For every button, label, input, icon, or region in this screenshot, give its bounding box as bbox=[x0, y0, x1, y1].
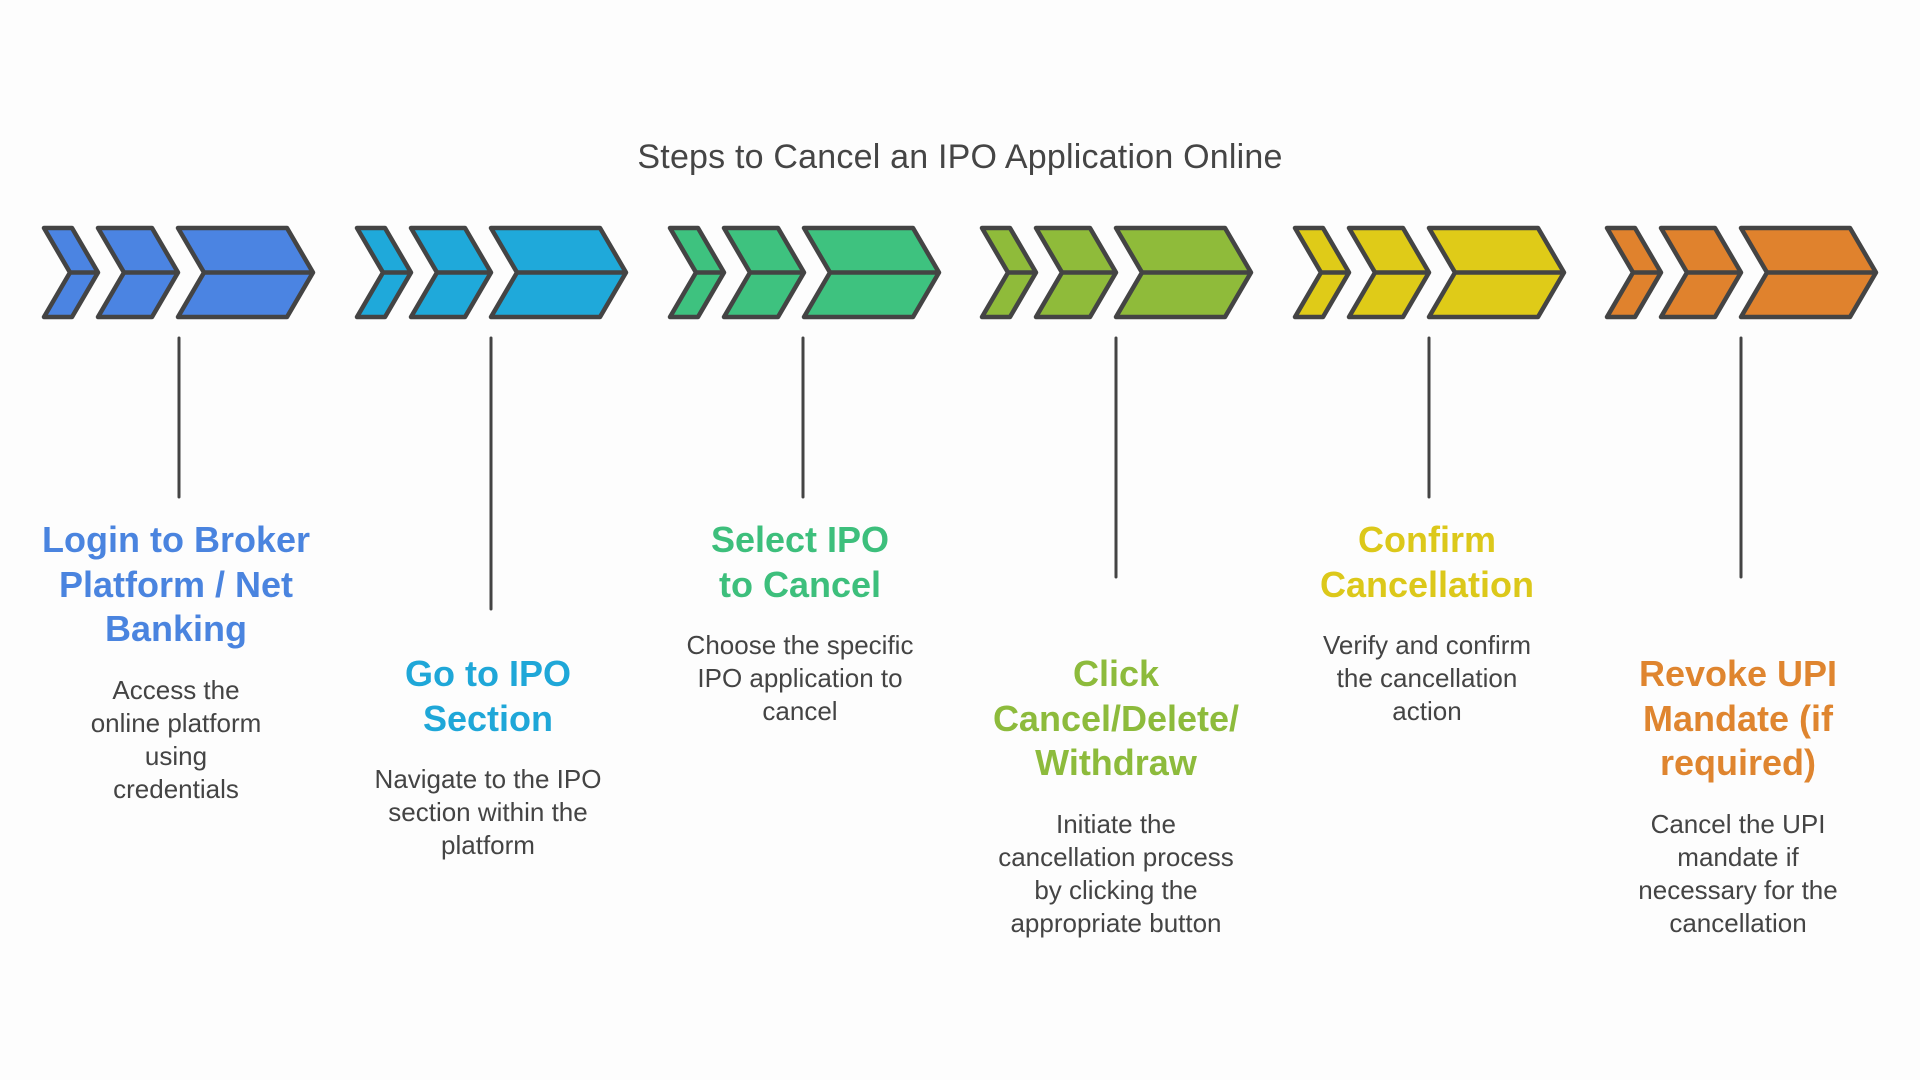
step-5: Confirm Cancellation Verify and confirm … bbox=[1277, 518, 1577, 728]
step-description: Choose the specific IPO application to c… bbox=[686, 630, 914, 726]
step-description: Verify and confirm the cancellation acti… bbox=[1322, 630, 1532, 726]
chevron-arrows-icon bbox=[1604, 225, 1879, 320]
step-1: Login to Broker Platform / Net Banking A… bbox=[26, 518, 326, 806]
step-6: Revoke UPI Mandate (if required) Cancel … bbox=[1588, 652, 1888, 940]
step-6-group bbox=[1604, 225, 1879, 579]
step-heading: Confirm Cancellation bbox=[1319, 519, 1535, 605]
step-description: Initiate the cancellation process by cli… bbox=[998, 808, 1234, 938]
step-2: Go to IPO Section Navigate to the IPO se… bbox=[338, 652, 638, 862]
step-2-group bbox=[354, 225, 629, 611]
step-1-group bbox=[41, 225, 316, 499]
step-heading: Select IPO to Cancel bbox=[710, 519, 890, 605]
step-heading: Login to Broker Platform / Net Banking bbox=[42, 519, 310, 649]
chevron-arrows-icon bbox=[1292, 225, 1567, 320]
step-5-group bbox=[1292, 225, 1567, 499]
chevron-arrows-icon bbox=[354, 225, 629, 320]
chevron-arrows-icon bbox=[667, 225, 942, 320]
chevron-arrows-icon bbox=[41, 225, 316, 320]
chevron-arrows-icon bbox=[979, 225, 1254, 320]
step-heading: Go to IPO Section bbox=[405, 653, 571, 739]
step-4: Click Cancel/Delete/ Withdraw Initiate t… bbox=[966, 652, 1266, 940]
step-3: Select IPO to Cancel Choose the specific… bbox=[650, 518, 950, 728]
step-heading: Click Cancel/Delete/ Withdraw bbox=[992, 653, 1240, 783]
step-description: Cancel the UPI mandate if necessary for … bbox=[1638, 808, 1838, 938]
step-heading: Revoke UPI Mandate (if required) bbox=[1638, 653, 1838, 783]
diagram-title: Steps to Cancel an IPO Application Onlin… bbox=[637, 138, 1283, 176]
step-3-group bbox=[667, 225, 942, 499]
step-description: Access the online platform using credent… bbox=[90, 674, 262, 804]
step-4-group bbox=[979, 225, 1254, 579]
step-description: Navigate to the IPO section within the p… bbox=[374, 764, 602, 860]
